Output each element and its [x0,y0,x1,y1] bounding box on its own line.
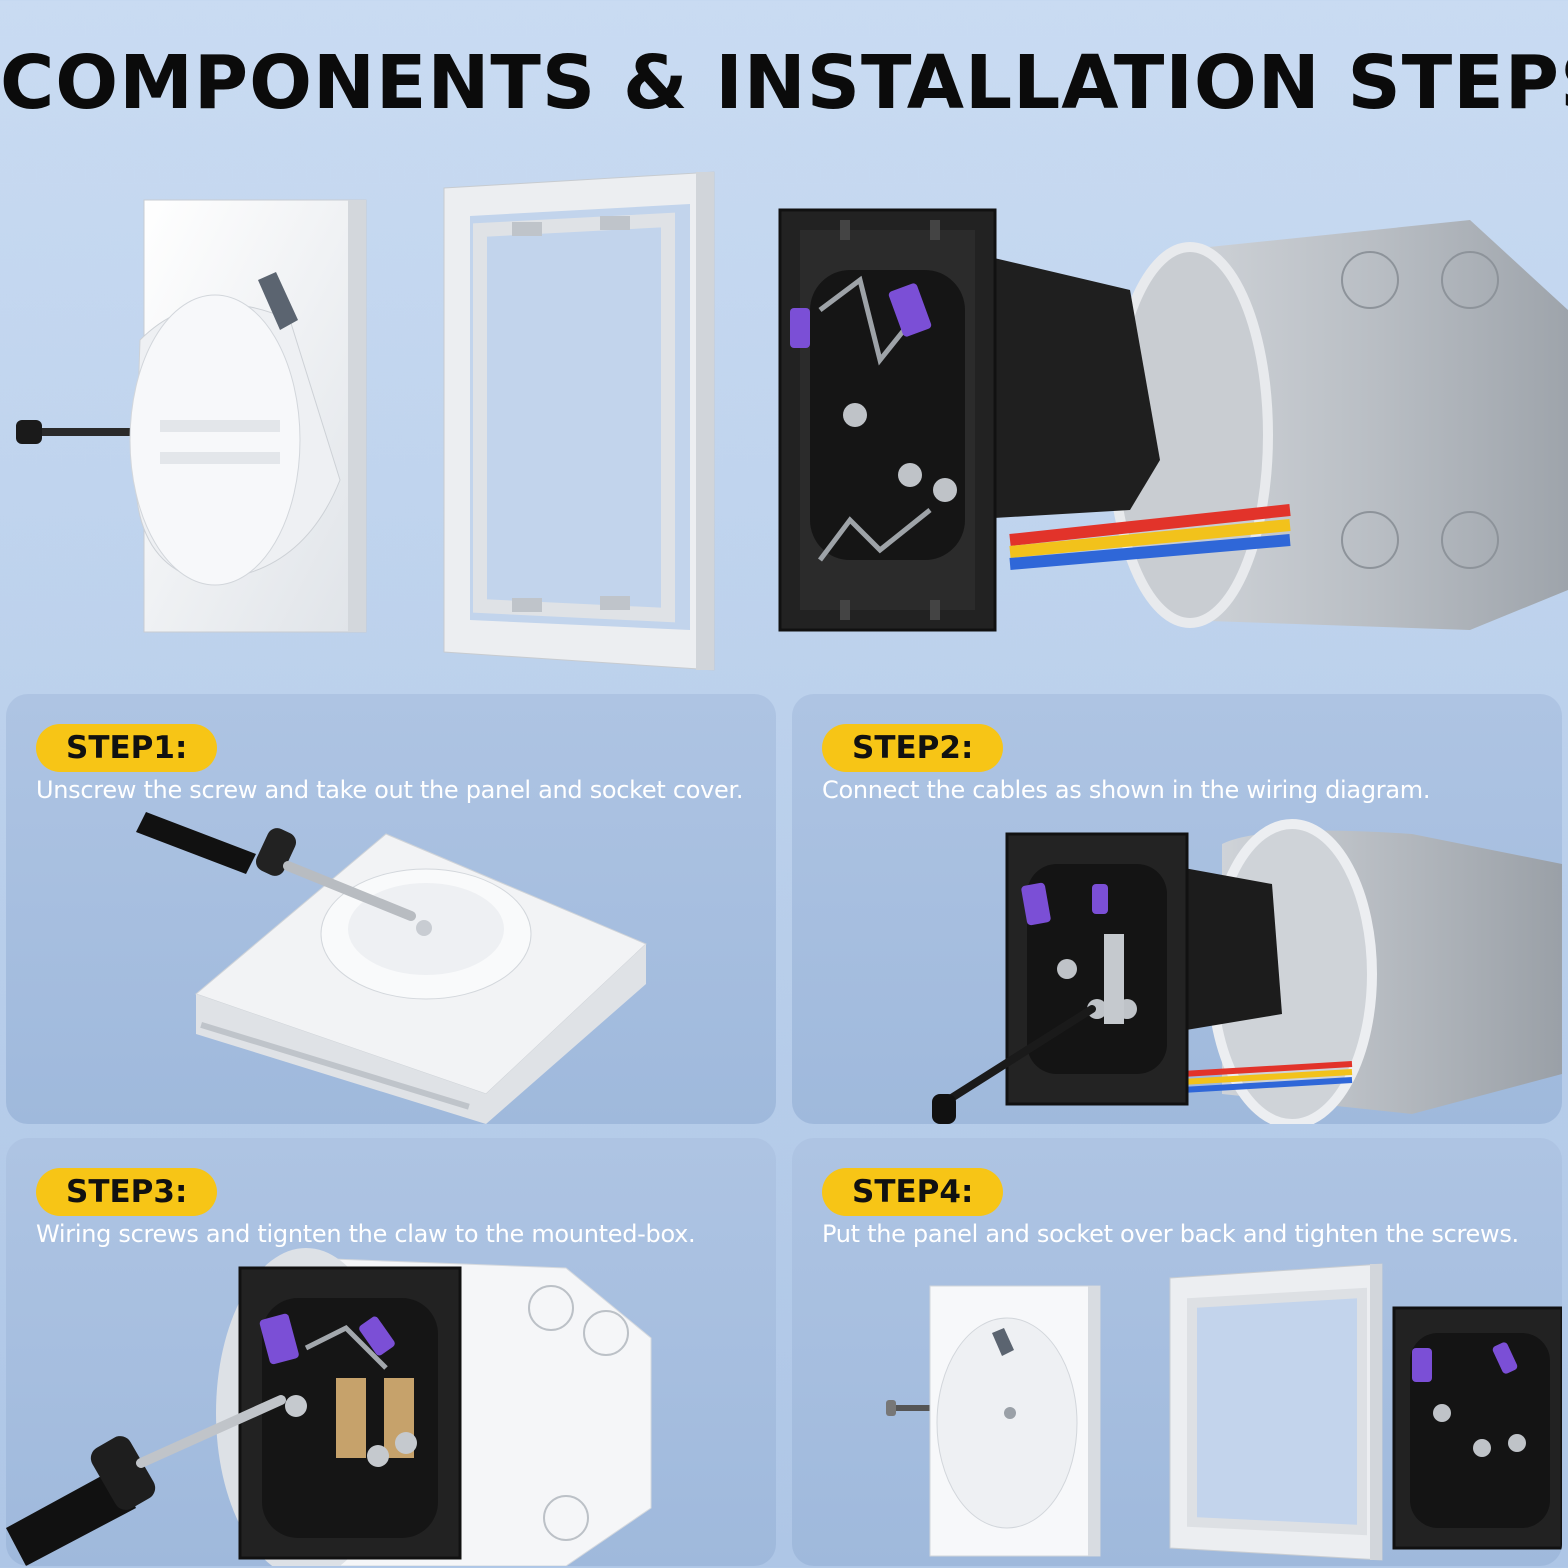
step-3-illustration [6,1248,652,1566]
step-1-badge: STEP1: [36,724,218,772]
wires [1009,504,1291,570]
step-2-description: Connect the cables as shown in the wirin… [822,776,1431,804]
screwdriver-icon [6,1395,286,1566]
step-1-description: Unscrew the screw and take out the panel… [36,776,744,804]
screw-icon [16,420,135,444]
step-4-description: Put the panel and socket over back and t… [822,1220,1519,1248]
step-4-card: STEP4: Put the panel and socket over bac… [792,1138,1562,1566]
step-2-badge: STEP2: [822,724,1004,772]
panel-with-socket-cover [129,199,367,633]
page-title: COMPONENTS & INSTALLATION STEPS [0,40,1568,126]
mounting-box [1107,220,1568,630]
step-4-badge: STEP4: [822,1168,1004,1216]
step-4-illustration [886,1263,1562,1561]
usb-port-icon [888,283,932,337]
step-3-card: STEP3: Wiring screws and tignten the cla… [6,1138,776,1566]
step-3-description: Wiring screws and tignten the claw to th… [36,1220,696,1248]
components-illustration [16,171,1568,671]
step-2-card: STEP2: Connect the cables as shown in th… [792,694,1562,1124]
frame [443,171,715,671]
step-2-illustration [932,819,1562,1124]
step-1-illustration [136,812,647,1124]
socket-insert [778,208,1160,632]
step-3-badge: STEP3: [36,1168,218,1216]
screw-icon [886,1400,937,1416]
screwdriver-icon [136,812,416,921]
step-1-card: STEP1: Unscrew the screw and take out th… [6,694,776,1124]
usb-port-icon [790,308,810,348]
screwdriver-icon [932,1005,1096,1124]
